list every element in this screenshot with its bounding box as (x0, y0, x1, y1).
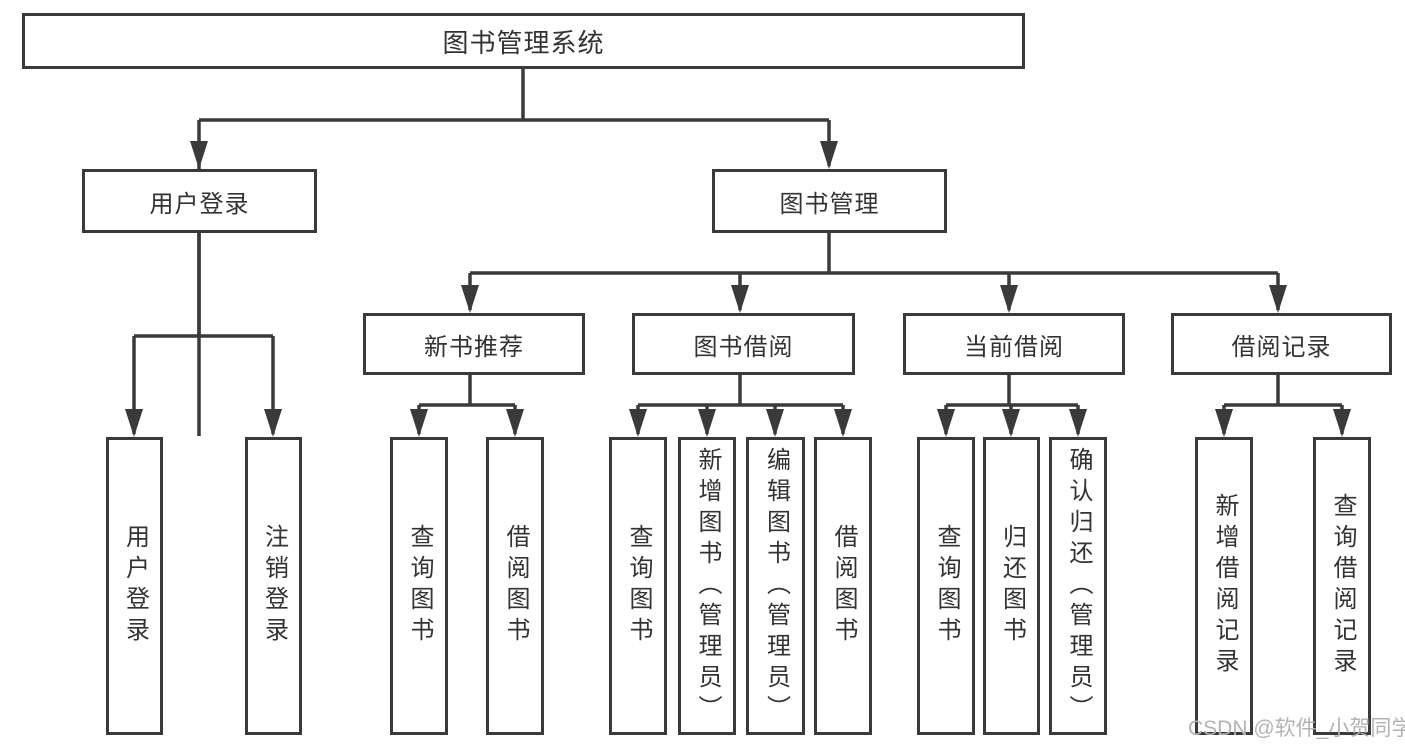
node-label: 查询图书 (933, 524, 960, 648)
node-label: 借阅记录 (1231, 333, 1332, 361)
leaf-user-login: 用户登录 (106, 437, 163, 735)
node-label: 当前借阅 (964, 333, 1064, 361)
leaf-user-logout: 注销登录 (245, 437, 302, 735)
leaf-borrowing-edit-books-admin: 编辑图书（管理员） (746, 437, 805, 735)
node-borrow-records: 借阅记录 (1171, 313, 1392, 375)
node-current-borrowing: 当前借阅 (903, 313, 1125, 375)
node-label: 用户登录 (121, 524, 149, 648)
leaf-current-return-books: 归还图书 (983, 437, 1040, 735)
node-label: 用户登录 (149, 190, 250, 218)
leaf-newbook-borrow-books: 借阅图书 (486, 437, 544, 735)
node-book-borrowing: 图书借阅 (632, 313, 855, 375)
leaf-records-add-record: 新增借阅记录 (1195, 437, 1253, 735)
node-label: 确认归还（管理员） (1065, 446, 1092, 726)
node-label: 归还图书 (998, 524, 1026, 648)
node-label: 图书借阅 (693, 333, 794, 361)
leaf-borrowing-query-books: 查询图书 (609, 437, 667, 735)
node-label: 借阅图书 (502, 524, 529, 648)
node-user-login-group: 用户登录 (82, 169, 317, 233)
leaf-borrowing-add-books-admin: 新增图书（管理员） (678, 437, 736, 735)
node-label: 新增图书（管理员） (694, 446, 721, 726)
node-label: 新增借阅记录 (1211, 493, 1238, 679)
node-label: 图书管理系统 (442, 27, 605, 58)
leaf-newbook-query-books: 查询图书 (390, 437, 448, 735)
node-label: 编辑图书（管理员） (762, 446, 790, 726)
leaf-current-query-books: 查询图书 (917, 437, 975, 735)
node-book-management-group: 图书管理 (712, 169, 947, 233)
node-label: 图书管理 (779, 190, 880, 218)
leaf-borrowing-borrow-books: 借阅图书 (814, 437, 872, 735)
node-library-management-system: 图书管理系统 (22, 13, 1025, 69)
node-label: 查询图书 (406, 524, 433, 648)
node-label: 新书推荐 (424, 333, 524, 361)
leaf-records-query-record: 查询借阅记录 (1313, 437, 1371, 735)
node-new-book-recommend: 新书推荐 (363, 313, 585, 375)
node-label: 借阅图书 (830, 524, 857, 648)
node-label: 查询图书 (625, 524, 652, 648)
leaf-current-confirm-return-admin: 确认归还（管理员） (1049, 437, 1107, 735)
node-label: 查询借阅记录 (1329, 493, 1356, 679)
node-label: 注销登录 (260, 524, 288, 648)
